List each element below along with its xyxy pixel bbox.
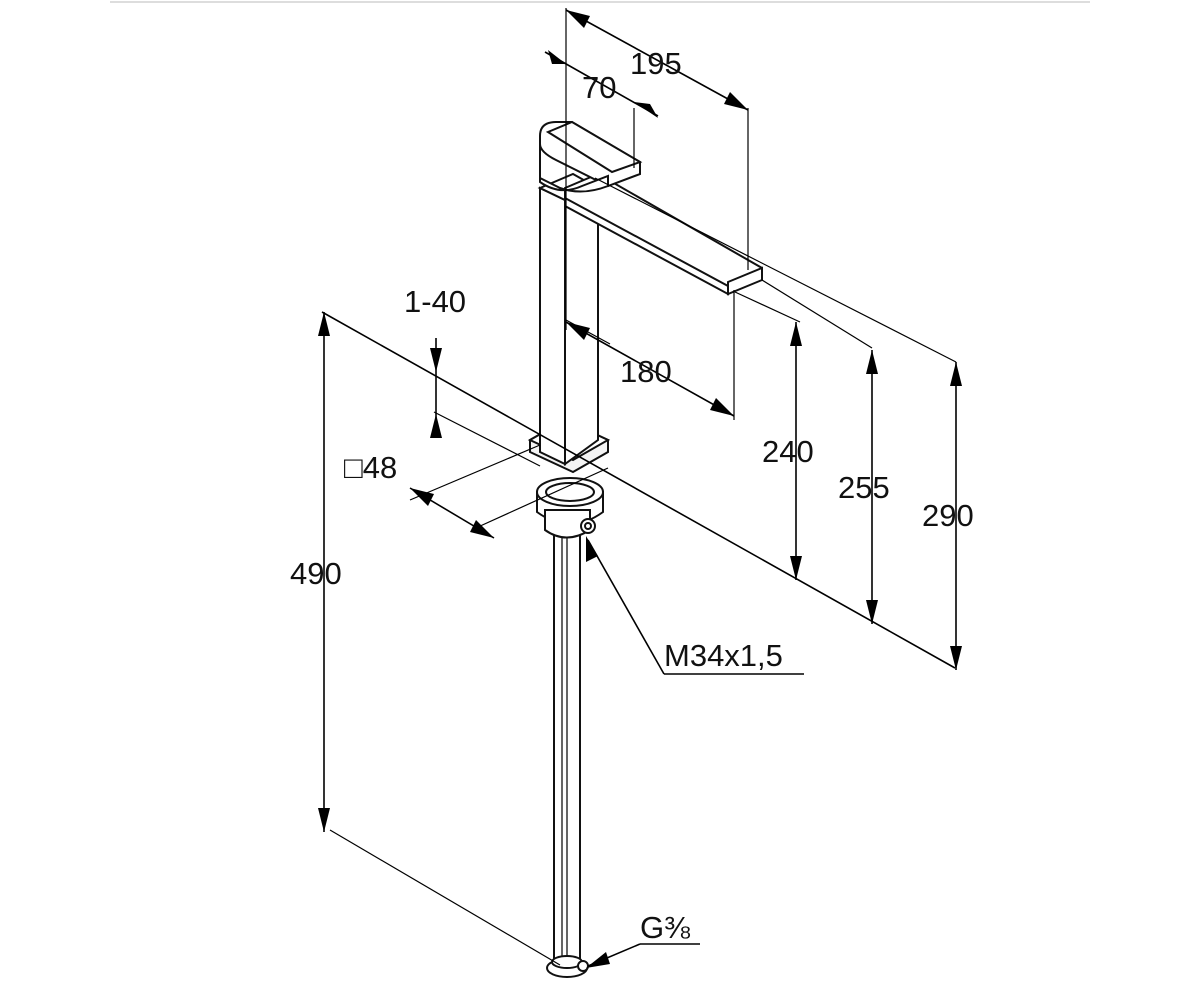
dim-195 xyxy=(565,9,749,111)
label-180: 180 xyxy=(620,354,672,389)
label-195: 195 xyxy=(630,46,682,81)
label-1-40: 1-40 xyxy=(404,284,466,319)
dim-240 xyxy=(790,322,802,580)
leader-m34 xyxy=(586,536,804,675)
label-base-square: □48 xyxy=(344,450,397,485)
supply-hose xyxy=(546,529,589,978)
label-290: 290 xyxy=(922,498,974,533)
dim-1-40 xyxy=(430,338,442,438)
faucet-body xyxy=(527,120,763,978)
dim-180 xyxy=(565,321,735,417)
mounting-nut xyxy=(536,477,604,539)
extension-lines xyxy=(329,8,957,966)
countertop-reference-line xyxy=(321,311,956,669)
lever-handle xyxy=(539,120,643,193)
label-m34: M34x1,5 xyxy=(664,638,783,673)
label-70: 70 xyxy=(582,70,616,105)
faucet-column xyxy=(537,172,601,466)
leader-g38 xyxy=(586,943,700,968)
dim-70 xyxy=(544,50,659,118)
dim-290 xyxy=(950,362,962,670)
dim-48 xyxy=(409,487,495,539)
label-490: 490 xyxy=(290,556,342,591)
label-255: 255 xyxy=(838,470,890,505)
label-240: 240 xyxy=(762,434,814,469)
dim-490 xyxy=(318,312,330,832)
dim-255 xyxy=(866,350,878,624)
label-g38: G⅜ xyxy=(640,910,690,945)
